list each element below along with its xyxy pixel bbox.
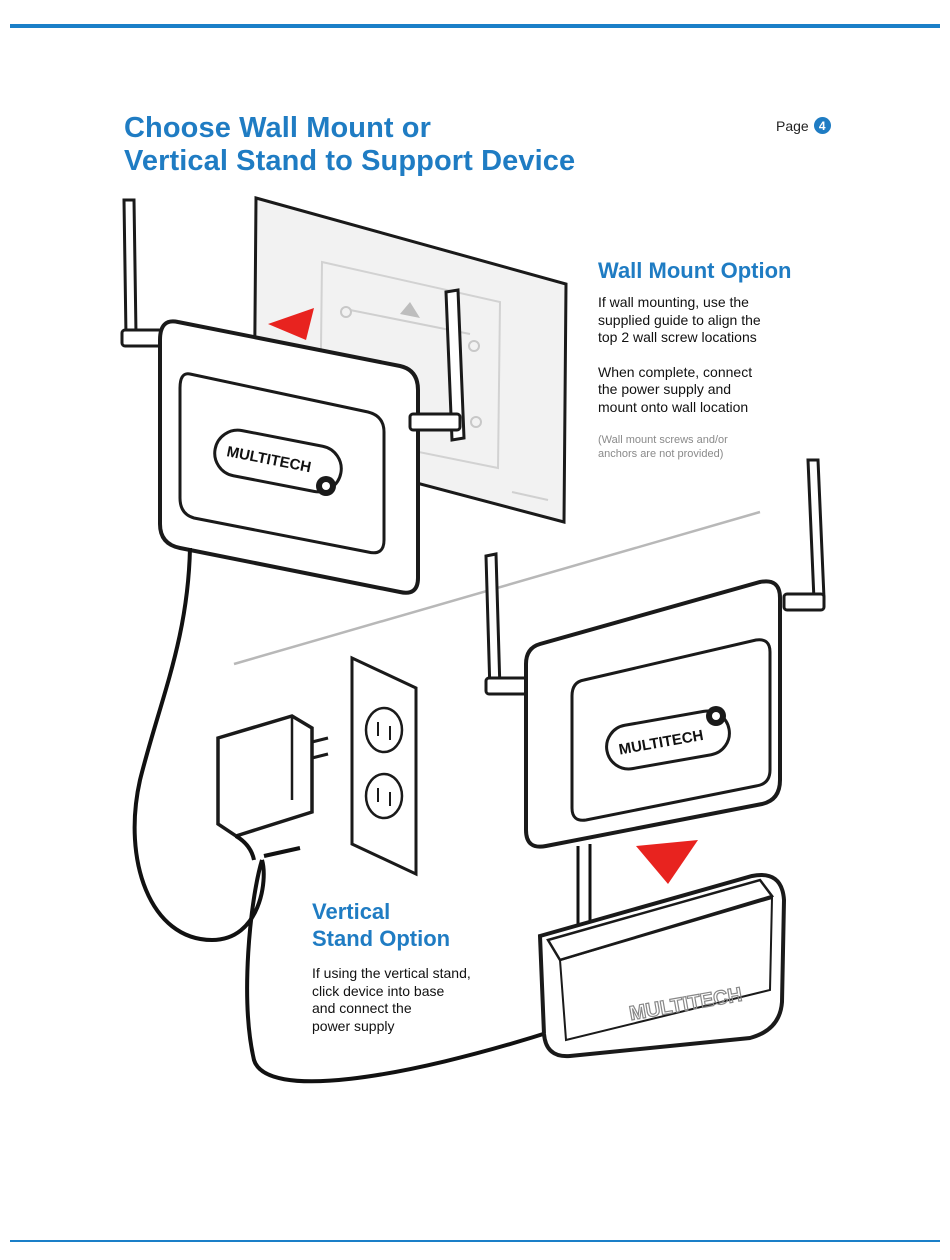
stand-device-illustration: MULTITECH — [484, 458, 826, 940]
wall-mount-heading: Wall Mount Option — [598, 258, 792, 283]
vertical-stand-section: Vertical Stand Option If using the verti… — [312, 898, 532, 1052]
page-title: Choose Wall Mount or Vertical Stand to S… — [124, 112, 575, 178]
bottom-rule — [10, 1240, 940, 1242]
page-indicator: Page 4 — [776, 117, 831, 134]
top-rule — [10, 24, 940, 28]
wall-outlet-illustration — [350, 655, 418, 877]
vertical-stand-instructions: If using the vertical stand, click devic… — [312, 965, 471, 1034]
wall-device-illustration: MULTITECH — [120, 198, 466, 943]
vertical-stand-heading-line-2: Stand Option — [312, 926, 451, 951]
mount-arrow-icon — [268, 308, 314, 340]
vertical-stand-base-illustration: MULTITECH — [537, 873, 787, 1059]
title-line-2: Vertical Stand to Support Device — [124, 145, 576, 177]
page-number-badge: 4 — [813, 117, 831, 134]
wall-mount-note: (Wall mount screws and/or anchors are no… — [598, 434, 728, 460]
wall-mount-instructions-2: When complete, connect the power supply … — [598, 363, 753, 415]
page-label: Page — [776, 117, 809, 134]
vertical-stand-heading-line-1: Vertical — [312, 899, 391, 924]
title-line-1: Choose Wall Mount or — [124, 112, 432, 144]
wall-mount-section: Wall Mount Option If wall mounting, use … — [598, 258, 898, 461]
wall-mount-instructions-1: If wall mounting, use the supplied guide… — [598, 294, 761, 345]
power-adapter-illustration — [216, 714, 557, 1084]
stand-arrow-icon — [636, 840, 698, 884]
vertical-stand-heading: Vertical Stand Option — [312, 898, 532, 952]
